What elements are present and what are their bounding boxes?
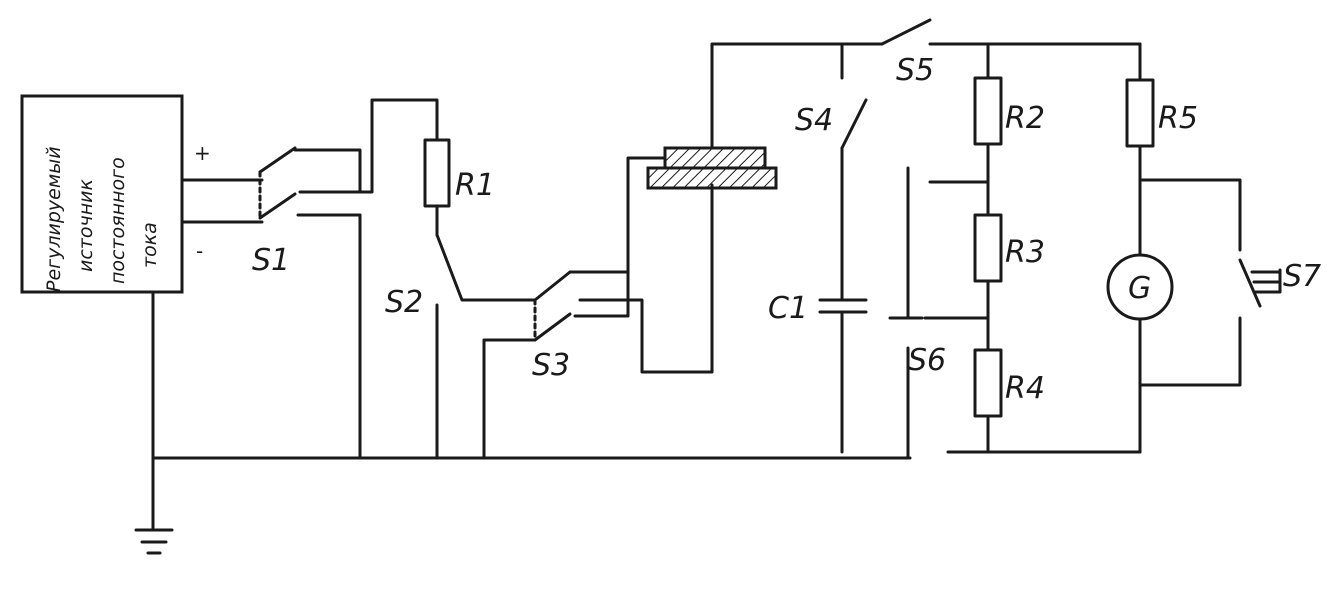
- label-s3: S3: [532, 348, 570, 383]
- label-s1: S1: [252, 243, 290, 278]
- label-s2: S2: [385, 285, 423, 320]
- resistor-r2: [973, 76, 1003, 146]
- source-line-4: тока: [139, 222, 161, 268]
- label-s4: S4: [795, 103, 833, 138]
- switch-s7: [1238, 258, 1282, 308]
- switch-s1: [258, 146, 362, 220]
- test-cell: [646, 146, 778, 190]
- source-line-3: постоянного: [107, 157, 129, 284]
- switch-s4: [840, 98, 868, 150]
- resistor-r3: [973, 213, 1003, 283]
- plus-sign: +: [194, 141, 211, 165]
- label-s5: S5: [896, 53, 934, 88]
- source-line-2: источник: [75, 179, 97, 272]
- label-r1: R1: [455, 168, 495, 203]
- minus-sign: -: [196, 239, 203, 263]
- power-source: Регулируемый источник постоянного тока: [20, 94, 184, 294]
- label-g: G: [1128, 271, 1151, 306]
- label-r2: R2: [1005, 101, 1045, 136]
- label-s7: S7: [1283, 259, 1321, 294]
- capacitor-c1: [818, 298, 868, 314]
- label-r3: R3: [1005, 235, 1045, 270]
- switch-s5: [880, 18, 932, 46]
- resistor-r1: [423, 138, 451, 208]
- ground-symbol: [134, 290, 174, 555]
- switch-s2: [435, 233, 537, 460]
- resistor-r5: [1125, 78, 1155, 148]
- label-s6: S6: [908, 343, 946, 378]
- source-line-1: Регулируемый: [43, 146, 65, 292]
- label-c1: C1: [768, 291, 808, 326]
- resistor-r4: [973, 348, 1003, 418]
- switch-s3: [482, 270, 630, 460]
- label-r5: R5: [1158, 101, 1198, 136]
- label-r4: R4: [1005, 371, 1045, 406]
